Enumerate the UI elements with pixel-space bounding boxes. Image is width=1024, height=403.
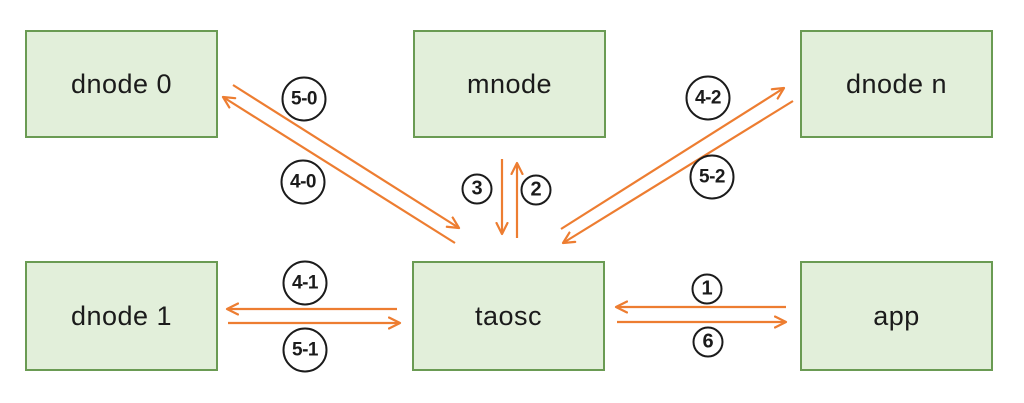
node-dnode-1: dnode 1 (25, 261, 218, 371)
step-badge-1: 1 (691, 273, 723, 305)
node-dnode-n: dnode n (800, 30, 993, 138)
node-mnode-label: mnode (466, 68, 553, 99)
arrow-5-2-dnoden-to-taosc (563, 100, 794, 243)
node-taosc-label: taosc (474, 300, 543, 331)
node-app: app (800, 261, 993, 371)
step-badge-4-0: 4-0 (280, 159, 326, 205)
step-badge-4-1: 4-1 (282, 260, 328, 306)
step-badge-5-1: 5-1 (282, 327, 328, 373)
node-dnode-0-label: dnode 0 (70, 68, 173, 99)
step-badge-5-0: 5-0 (281, 76, 327, 122)
step-badge-3: 3 (461, 173, 493, 205)
node-mnode: mnode (413, 30, 606, 138)
node-app-label: app (873, 300, 920, 331)
node-dnode-n-label: dnode n (845, 68, 948, 99)
arrow-4-0-taosc-to-dnode0 (223, 97, 456, 244)
node-taosc: taosc (412, 261, 605, 371)
step-badge-6: 6 (692, 326, 724, 358)
node-dnode-1-label: dnode 1 (70, 300, 173, 331)
step-badge-5-2: 5-2 (689, 154, 735, 200)
arrow-5-0-dnode0-to-taosc (232, 84, 459, 228)
node-dnode-0: dnode 0 (25, 30, 218, 138)
step-badge-2: 2 (520, 174, 552, 206)
arrow-4-2-taosc-to-dnoden (560, 88, 784, 230)
step-badge-4-2: 4-2 (685, 75, 731, 121)
